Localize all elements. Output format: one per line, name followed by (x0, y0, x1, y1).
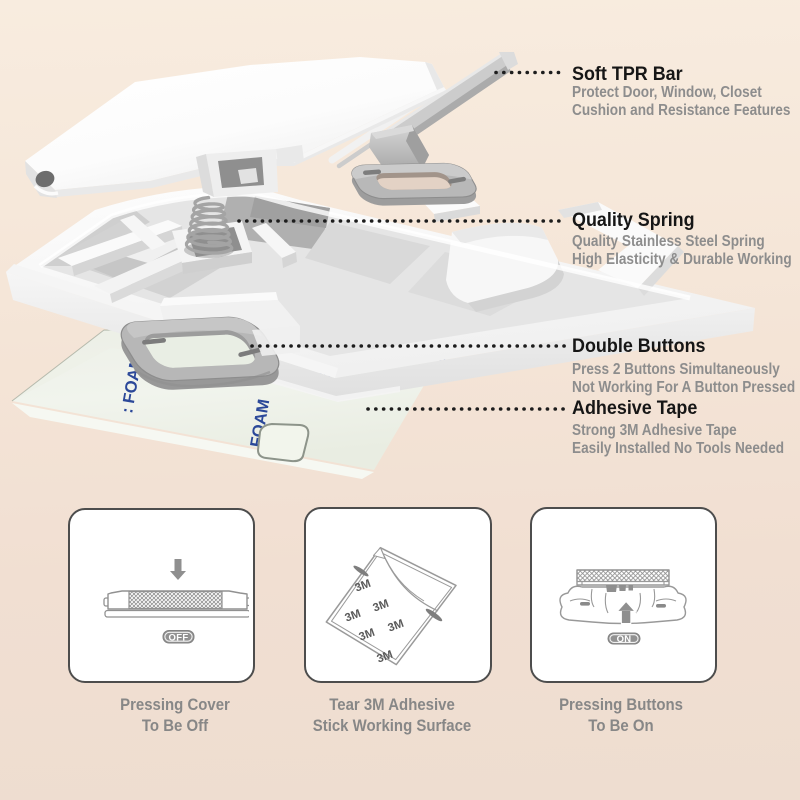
svg-text:ON: ON (617, 634, 632, 645)
svg-text:3M: 3M (353, 578, 372, 595)
svg-text:OFF: OFF (169, 632, 189, 643)
svg-text:3M: 3M (357, 627, 376, 644)
svg-text:3M: 3M (371, 598, 390, 615)
svg-text:3M: 3M (375, 649, 394, 666)
svg-text:3M: 3M (386, 618, 405, 635)
svg-text:3M: 3M (343, 608, 362, 625)
